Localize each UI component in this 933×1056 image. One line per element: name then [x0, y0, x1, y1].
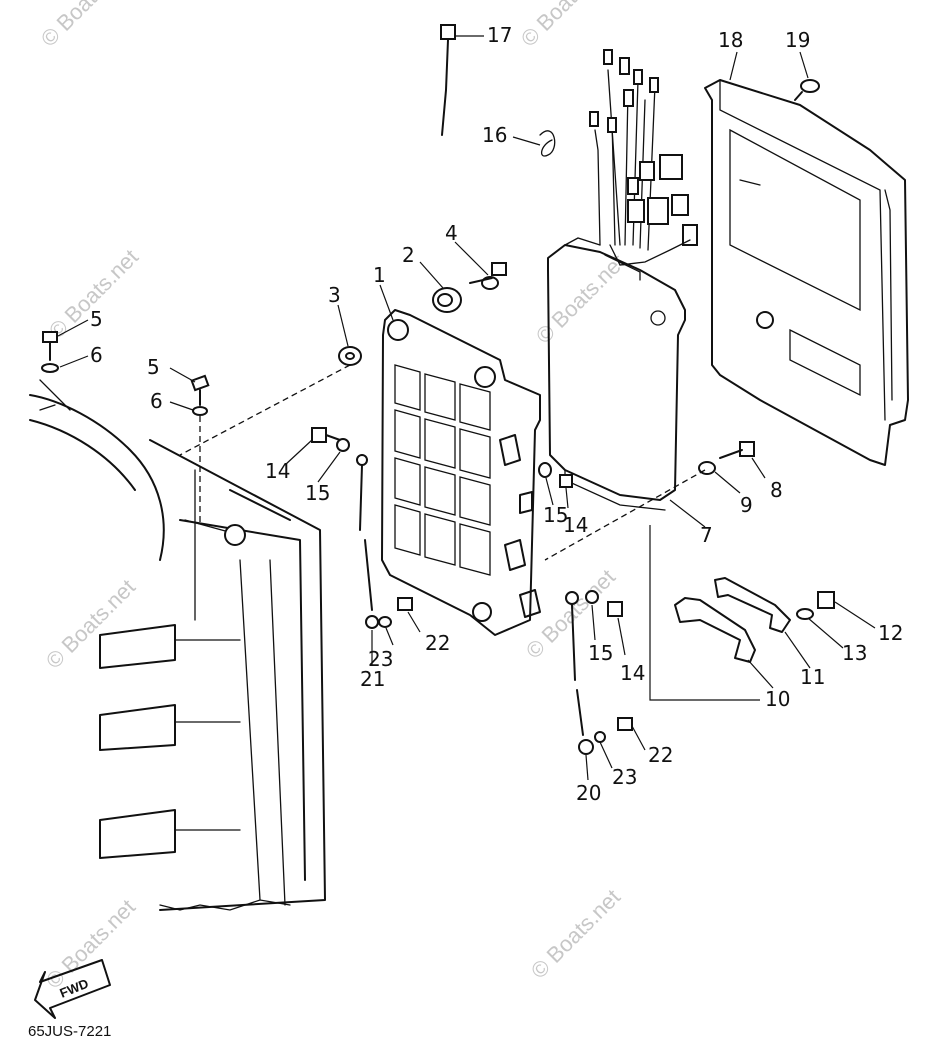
engine-block	[29, 379, 326, 911]
screw-22-left	[378, 597, 413, 628]
mounting-bracket	[381, 309, 541, 636]
callout-19: 19	[785, 28, 810, 52]
callout-9: 9	[740, 493, 753, 517]
callout-18: 18	[718, 28, 743, 52]
cdi-unit	[547, 49, 698, 511]
screw-22-right	[594, 717, 633, 743]
callout-4: 4	[445, 221, 458, 245]
callout-21: 21	[360, 667, 385, 691]
callout-15-left: 15	[305, 481, 330, 505]
callout-20: 20	[576, 781, 601, 805]
callout-16: 16	[482, 123, 507, 147]
callout-2: 2	[402, 243, 415, 267]
callout-22-right: 22	[648, 743, 673, 767]
watermark: © Boats.net	[41, 894, 140, 993]
clip-16	[539, 130, 556, 157]
watermark: © Boats.net	[41, 574, 140, 673]
grommet-2	[432, 287, 462, 313]
callout-7: 7	[700, 523, 713, 547]
callout-5-right: 5	[147, 355, 160, 379]
callout-6-right: 6	[150, 389, 163, 413]
callout-10: 10	[765, 687, 790, 711]
callout-11: 11	[800, 665, 825, 689]
watermark: © Boats.net	[36, 0, 135, 52]
callout-15-mid: 15	[543, 503, 568, 527]
bracket-10	[674, 597, 756, 663]
callout-13: 13	[842, 641, 867, 665]
bracket-11	[714, 577, 791, 633]
callout-23-left: 23	[368, 647, 393, 671]
lead-21	[356, 454, 379, 629]
callout-labels: 17 16 18 19 1 2 4 3 5 6 5 6 14 15 15 14 …	[90, 23, 903, 805]
drawing-code: 65JUS-7221	[28, 1023, 111, 1040]
watermark: © Boats.net	[531, 249, 630, 348]
bolt-14-lower	[585, 590, 623, 617]
callout-1: 1	[373, 263, 386, 287]
callout-22-left: 22	[425, 631, 450, 655]
bolt-12	[796, 591, 835, 620]
callout-6-left: 6	[90, 343, 103, 367]
watermarks: © Boats.net © Boats.net © Boats.net © Bo…	[36, 0, 630, 994]
bolt-5-right	[190, 374, 210, 525]
callout-14-left: 14	[265, 459, 290, 483]
callout-3: 3	[328, 283, 341, 307]
bolt-14-left	[311, 427, 350, 452]
callout-17: 17	[487, 23, 512, 47]
bolt-14-mid	[538, 462, 573, 488]
cover-18	[704, 79, 909, 466]
bolt-5-left	[41, 331, 59, 373]
callout-23-right: 23	[612, 765, 637, 789]
leader-lines	[57, 35, 876, 781]
screw-19	[794, 79, 820, 101]
callout-14-lower: 14	[620, 661, 645, 685]
lead-20	[565, 591, 594, 755]
watermark: © Boats.net	[526, 884, 625, 983]
cable-tie-17	[440, 24, 456, 136]
callout-8: 8	[770, 478, 783, 502]
bolt-4	[469, 262, 507, 290]
callout-12: 12	[878, 621, 903, 645]
callout-14-mid: 14	[563, 513, 588, 537]
watermark: © Boats.net	[516, 0, 615, 52]
callout-5-left: 5	[90, 307, 103, 331]
bolt-8	[698, 441, 755, 475]
collar-3	[338, 346, 362, 366]
callout-15-lower: 15	[588, 641, 613, 665]
